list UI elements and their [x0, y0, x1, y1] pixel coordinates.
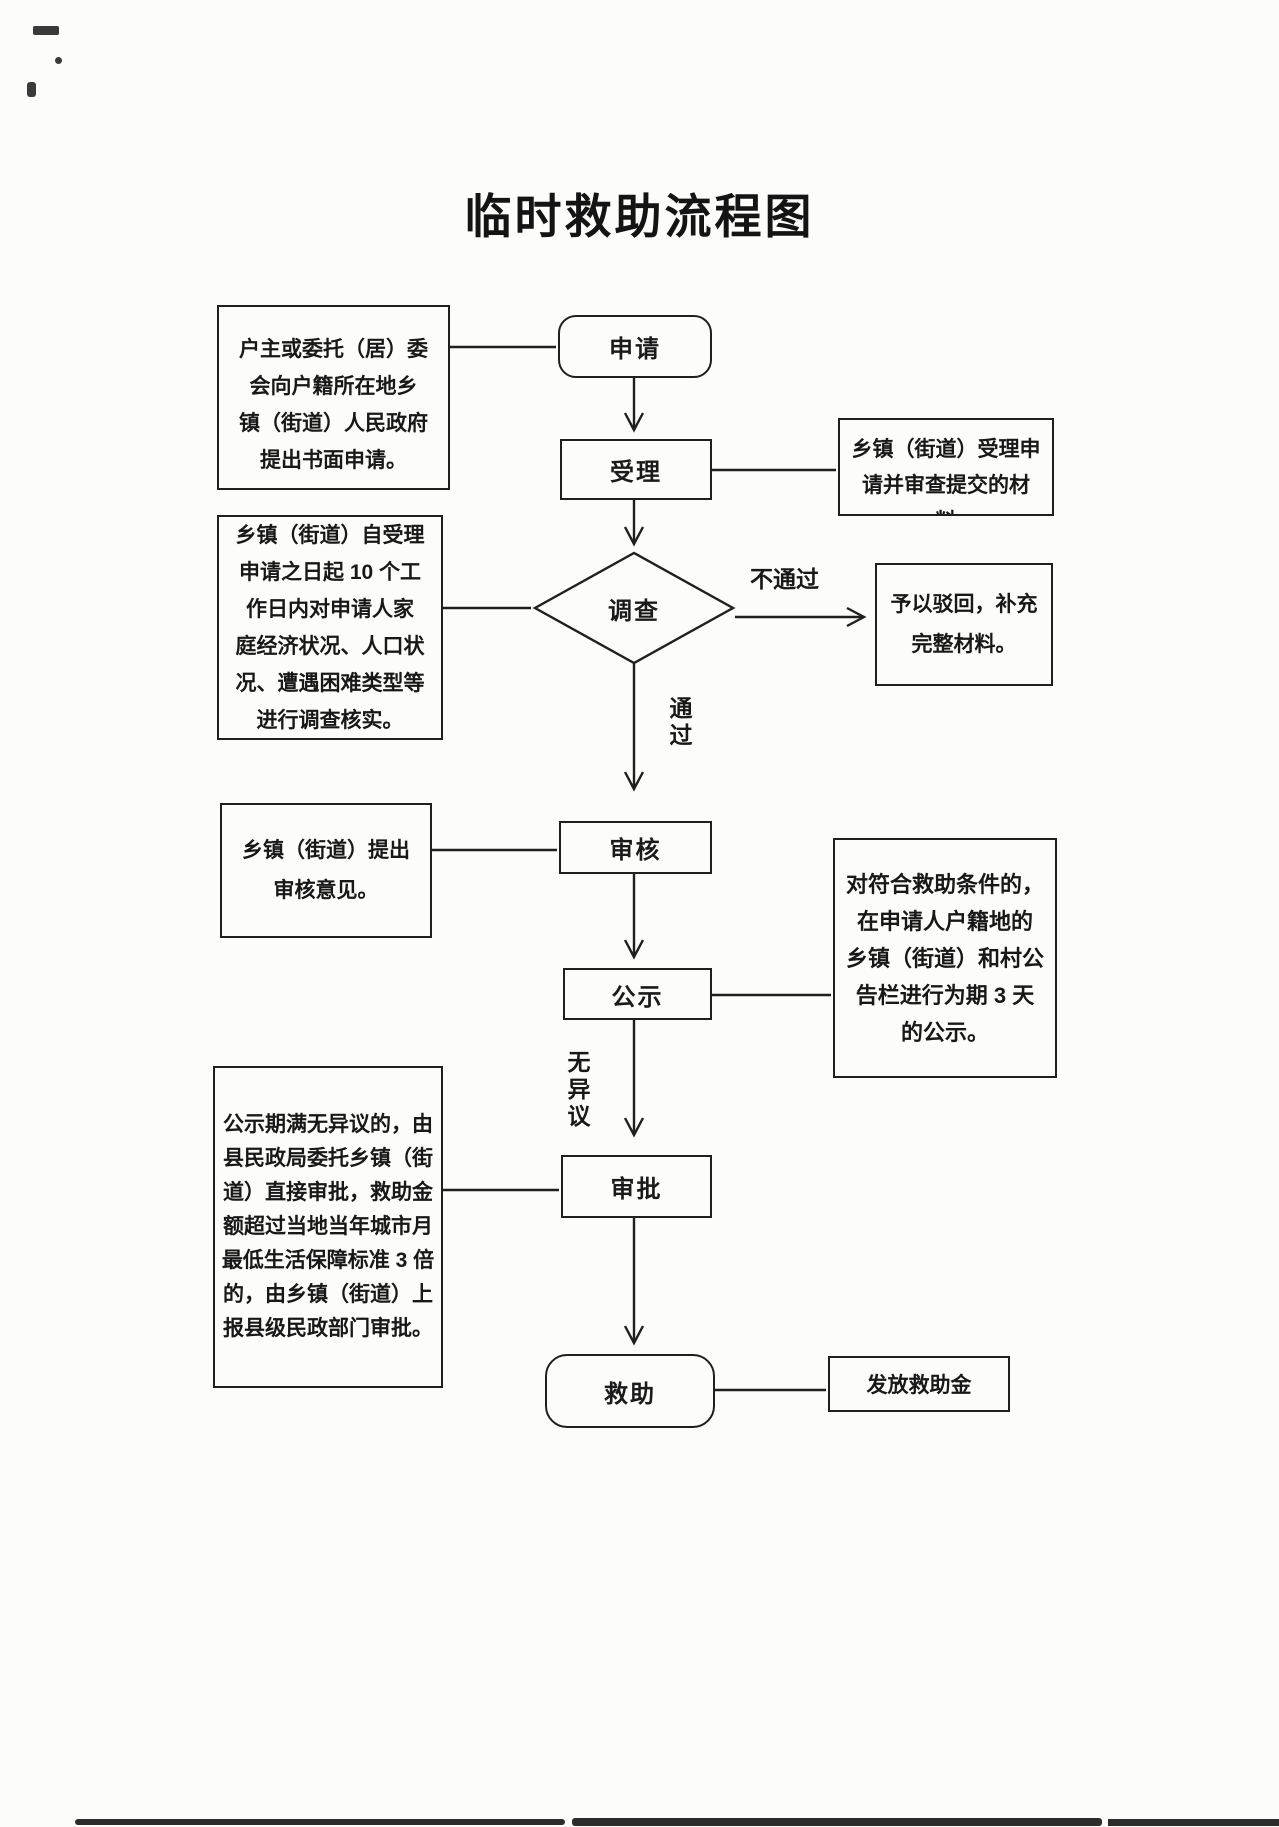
scan-speck: [33, 26, 59, 35]
node-accept: 受理: [560, 439, 712, 500]
note-publicity: 对符合救助条件的， 在申请人户籍地的 乡镇（街道）和村公 告栏进行为期 3 天 …: [833, 838, 1057, 1078]
node-apply-label: 申请: [609, 336, 661, 363]
note-apply-text: 户主或委托（居）委 会向户籍所在地乡 镇（街道）人民政府 提出书面申请。: [239, 337, 428, 472]
note-reject-text: 予以驳回，补充 完整材料。: [890, 592, 1038, 656]
edge-label-no-objection: 无异议: [564, 1050, 590, 1131]
edge-label-not-pass: 不通过: [750, 566, 819, 592]
investigate-diamond: [532, 551, 736, 665]
node-investigate-label: 调查: [608, 597, 660, 625]
scan-speck: [27, 82, 36, 97]
note-apply: 户主或委托（居）委 会向户籍所在地乡 镇（街道）人民政府 提出书面申请。: [217, 305, 450, 490]
scan-bottom-edge: [572, 1818, 1102, 1826]
node-apply: 申请: [558, 315, 712, 378]
note-investigate: 乡镇（街道）自受理 申请之日起 10 个工 作日内对申请人家 庭经济状况、人口状…: [217, 515, 443, 740]
note-accept: 乡镇（街道）受理申 请并审查提交的材 料: [838, 418, 1054, 516]
note-reject: 予以驳回，补充 完整材料。: [875, 563, 1053, 686]
scan-bottom-edge: [1108, 1819, 1279, 1826]
note-grant-text: 发放救助金: [866, 1374, 972, 1397]
note-grant: 发放救助金: [828, 1356, 1010, 1412]
node-publicity: 公示: [563, 968, 712, 1020]
note-publicity-text: 对符合救助条件的， 在申请人户籍地的 乡镇（街道）和村公 告栏进行为期 3 天 …: [845, 871, 1044, 1045]
scan-speck: [55, 57, 62, 64]
node-assist: 救助: [545, 1354, 715, 1428]
note-review: 乡镇（街道）提出 审核意见。: [220, 803, 432, 938]
node-approve: 审批: [561, 1155, 712, 1218]
note-investigate-text: 乡镇（街道）自受理 申请之日起 10 个工 作日内对申请人家 庭经济状况、人口状…: [235, 523, 425, 732]
note-review-text: 乡镇（街道）提出 审核意见。: [242, 838, 410, 902]
note-approve-text: 公示期满无异议的，由 县民政局委托乡镇（街 道）直接审批，救助金 额超过当地当年…: [221, 1113, 435, 1340]
node-investigate: 调查: [564, 592, 704, 625]
node-publicity-label: 公示: [611, 983, 664, 1011]
node-approve-label: 审批: [610, 1176, 663, 1203]
scan-bottom-edge: [75, 1819, 565, 1825]
node-review-label: 审核: [609, 837, 662, 864]
node-review: 审核: [559, 821, 712, 874]
node-accept-label: 受理: [610, 459, 662, 486]
edge-label-pass: 通过: [666, 696, 692, 750]
note-accept-text: 乡镇（街道）受理申 请并审查提交的材 料: [851, 438, 1041, 514]
note-approve: 公示期满无异议的，由 县民政局委托乡镇（街 道）直接审批，救助金 额超过当地当年…: [213, 1066, 443, 1388]
page-title: 临时救助流程图: [464, 190, 815, 245]
node-assist-label: 救助: [604, 1380, 656, 1408]
